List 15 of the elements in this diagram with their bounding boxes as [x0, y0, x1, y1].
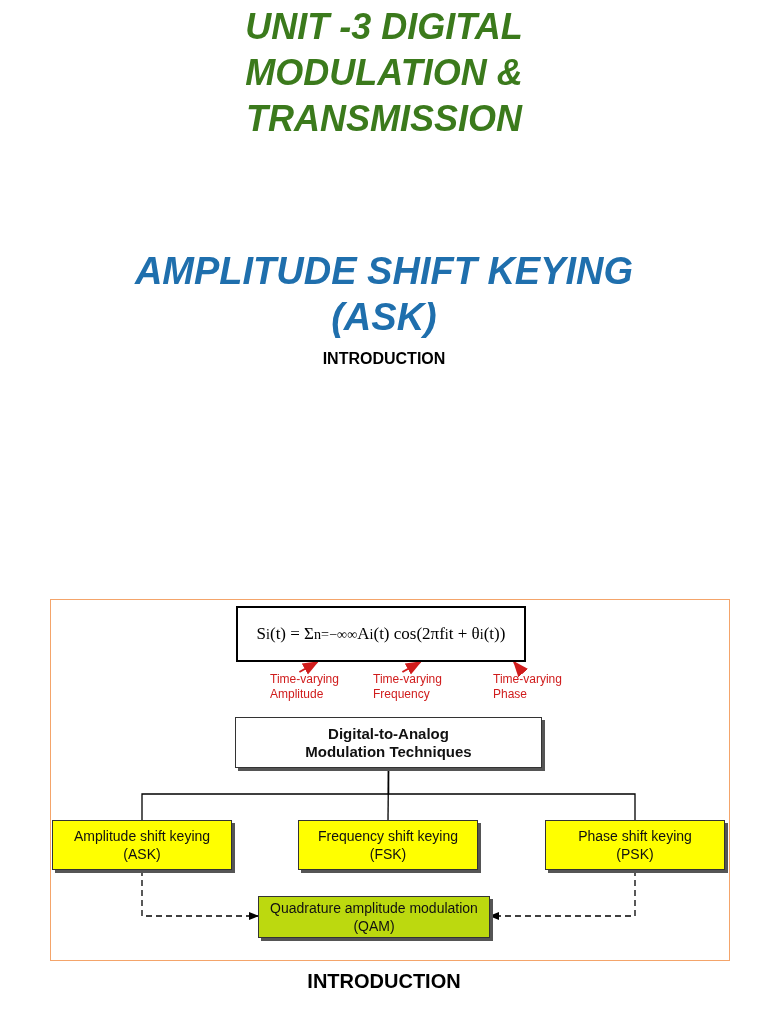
section-heading: INTRODUCTION: [306, 970, 462, 993]
process-box: Quadrature amplitude modulation (QAM): [258, 896, 490, 938]
process-box: Digital-to-Analog Modulation Techniques: [235, 717, 542, 768]
annotation-text: Time-varying Phase: [493, 672, 577, 704]
leader-line: [512, 660, 529, 678]
slide-title: UNIT -3 DIGITAL MODULATION & TRANSMISSION: [244, 5, 524, 141]
annotation-text: Time-varying Frequency: [373, 672, 457, 704]
annotation-text: Time-varying Amplitude: [270, 672, 354, 704]
process-box: Amplitude shift keying (ASK): [52, 820, 232, 870]
process-box: Phase shift keying (PSK): [545, 820, 725, 870]
leader-line: [298, 661, 319, 675]
process-box: Frequency shift keying (FSK): [298, 820, 478, 870]
slide-subtitle: AMPLITUDE SHIFT KEYING (ASK): [133, 249, 635, 340]
section-heading: INTRODUCTION: [321, 350, 447, 368]
leader-line: [401, 661, 422, 675]
